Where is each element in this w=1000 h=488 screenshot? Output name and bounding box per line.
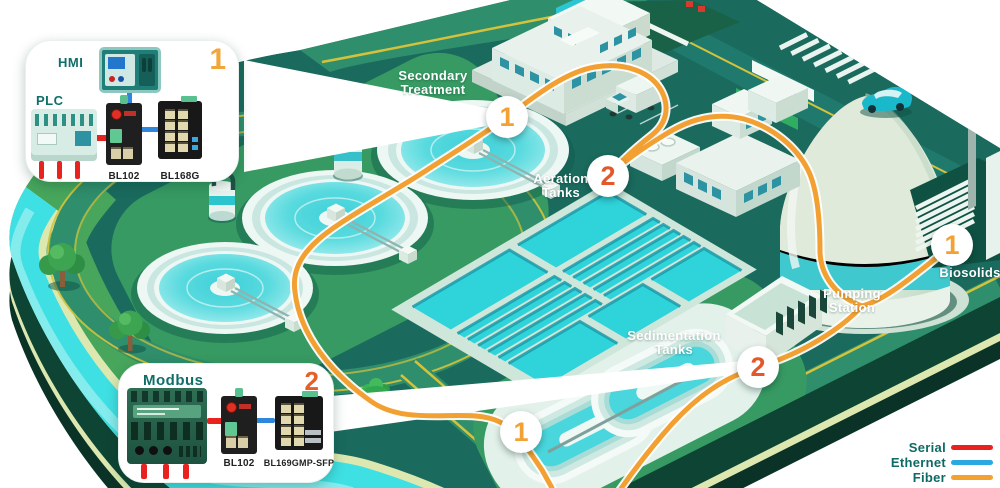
callout2-badge: 2: [304, 366, 319, 396]
trees: [39, 243, 390, 427]
hmi-label: HMI: [58, 55, 84, 70]
fiber-line-swatch: [951, 475, 993, 480]
bl102-label: BL102: [108, 171, 140, 182]
car: [860, 86, 912, 118]
bl169gmp-sfp-switch: [275, 391, 323, 450]
serial-wire: [207, 418, 223, 424]
fiber-cable: [289, 61, 957, 488]
legend-serial: Serial: [846, 440, 993, 455]
bl102-gateway: [221, 388, 257, 454]
modbus-device: [127, 388, 207, 464]
callout-1: 1 HMI PLC BL102 BL168G: [25, 40, 239, 182]
bl168g-label: BL168G: [160, 171, 200, 182]
truck: [606, 74, 662, 120]
crosswalk: [778, 32, 877, 85]
plc-label: PLC: [36, 93, 64, 108]
bl102-label: BL102: [223, 458, 255, 469]
serial-line-swatch: [951, 445, 993, 450]
aeration-basins: [391, 182, 757, 397]
bl168g-switch: [158, 96, 202, 159]
callout1-badge: 1: [209, 43, 226, 76]
vent-pillars: [776, 289, 827, 336]
badge-sedimentation-2: 2: [737, 346, 779, 388]
bl102-gateway: [106, 95, 142, 165]
legend-ethernet: Ethernet: [846, 455, 993, 470]
pump-tower: [208, 170, 236, 223]
badge-biosolids-1: 1: [931, 224, 973, 266]
hmi-device: [99, 47, 161, 93]
ethernet-wire: [127, 91, 132, 107]
ethernet-wire: [140, 127, 160, 132]
pumping-station-building: [726, 276, 822, 366]
bl169gmp-sfp-label: BL169GMP-SFP: [263, 458, 335, 468]
outbuildings: [630, 75, 808, 217]
clarifier-tank-c: [131, 242, 319, 343]
callout1-pointer: [244, 60, 492, 172]
legend-fiber: Fiber: [846, 470, 993, 485]
ethernet-wire: [255, 418, 275, 423]
label-biosolids: Biosolids: [939, 265, 1000, 280]
plc-device: [31, 109, 97, 161]
callout-2: 2 Modbus BL102 BL169GMP-SFP: [118, 363, 334, 483]
badge-secondary-1: 1: [486, 96, 528, 138]
badge-aeration-2: 2: [587, 155, 629, 197]
modbus-label: Modbus: [143, 372, 204, 389]
badge-outfall-1: 1: [500, 411, 542, 453]
serial-wire: [93, 135, 109, 141]
legend: Serial Ethernet Fiber: [846, 440, 993, 485]
ethernet-line-swatch: [951, 460, 993, 465]
